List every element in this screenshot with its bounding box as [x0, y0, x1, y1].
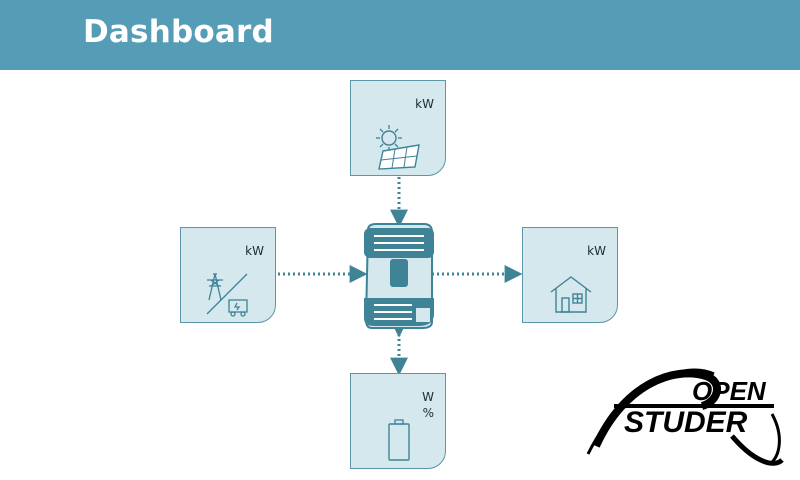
openstuder-logo: OPEN STUDER: [586, 368, 784, 466]
grid-generator-icon: [206, 273, 248, 317]
battery-power-unit: W: [422, 390, 434, 404]
inverter-icon[interactable]: [362, 222, 436, 330]
solar-panel-icon: [376, 125, 420, 170]
grid-tile[interactable]: kW: [180, 227, 276, 323]
battery-icon: [388, 419, 410, 461]
battery-soc-unit: %: [422, 406, 434, 420]
page-title: Dashboard: [83, 14, 274, 50]
grid-unit: kW: [245, 244, 264, 258]
house-tile[interactable]: kW: [522, 227, 618, 323]
battery-tile[interactable]: W %: [350, 373, 446, 469]
solar-tile[interactable]: kW: [350, 80, 446, 176]
logo-text-studer: STUDER: [624, 406, 748, 439]
house-icon: [550, 276, 592, 313]
logo-text-open: OPEN: [692, 376, 767, 406]
header-bar: Dashboard: [0, 0, 800, 70]
house-unit: kW: [587, 244, 606, 258]
solar-unit: kW: [415, 97, 434, 111]
